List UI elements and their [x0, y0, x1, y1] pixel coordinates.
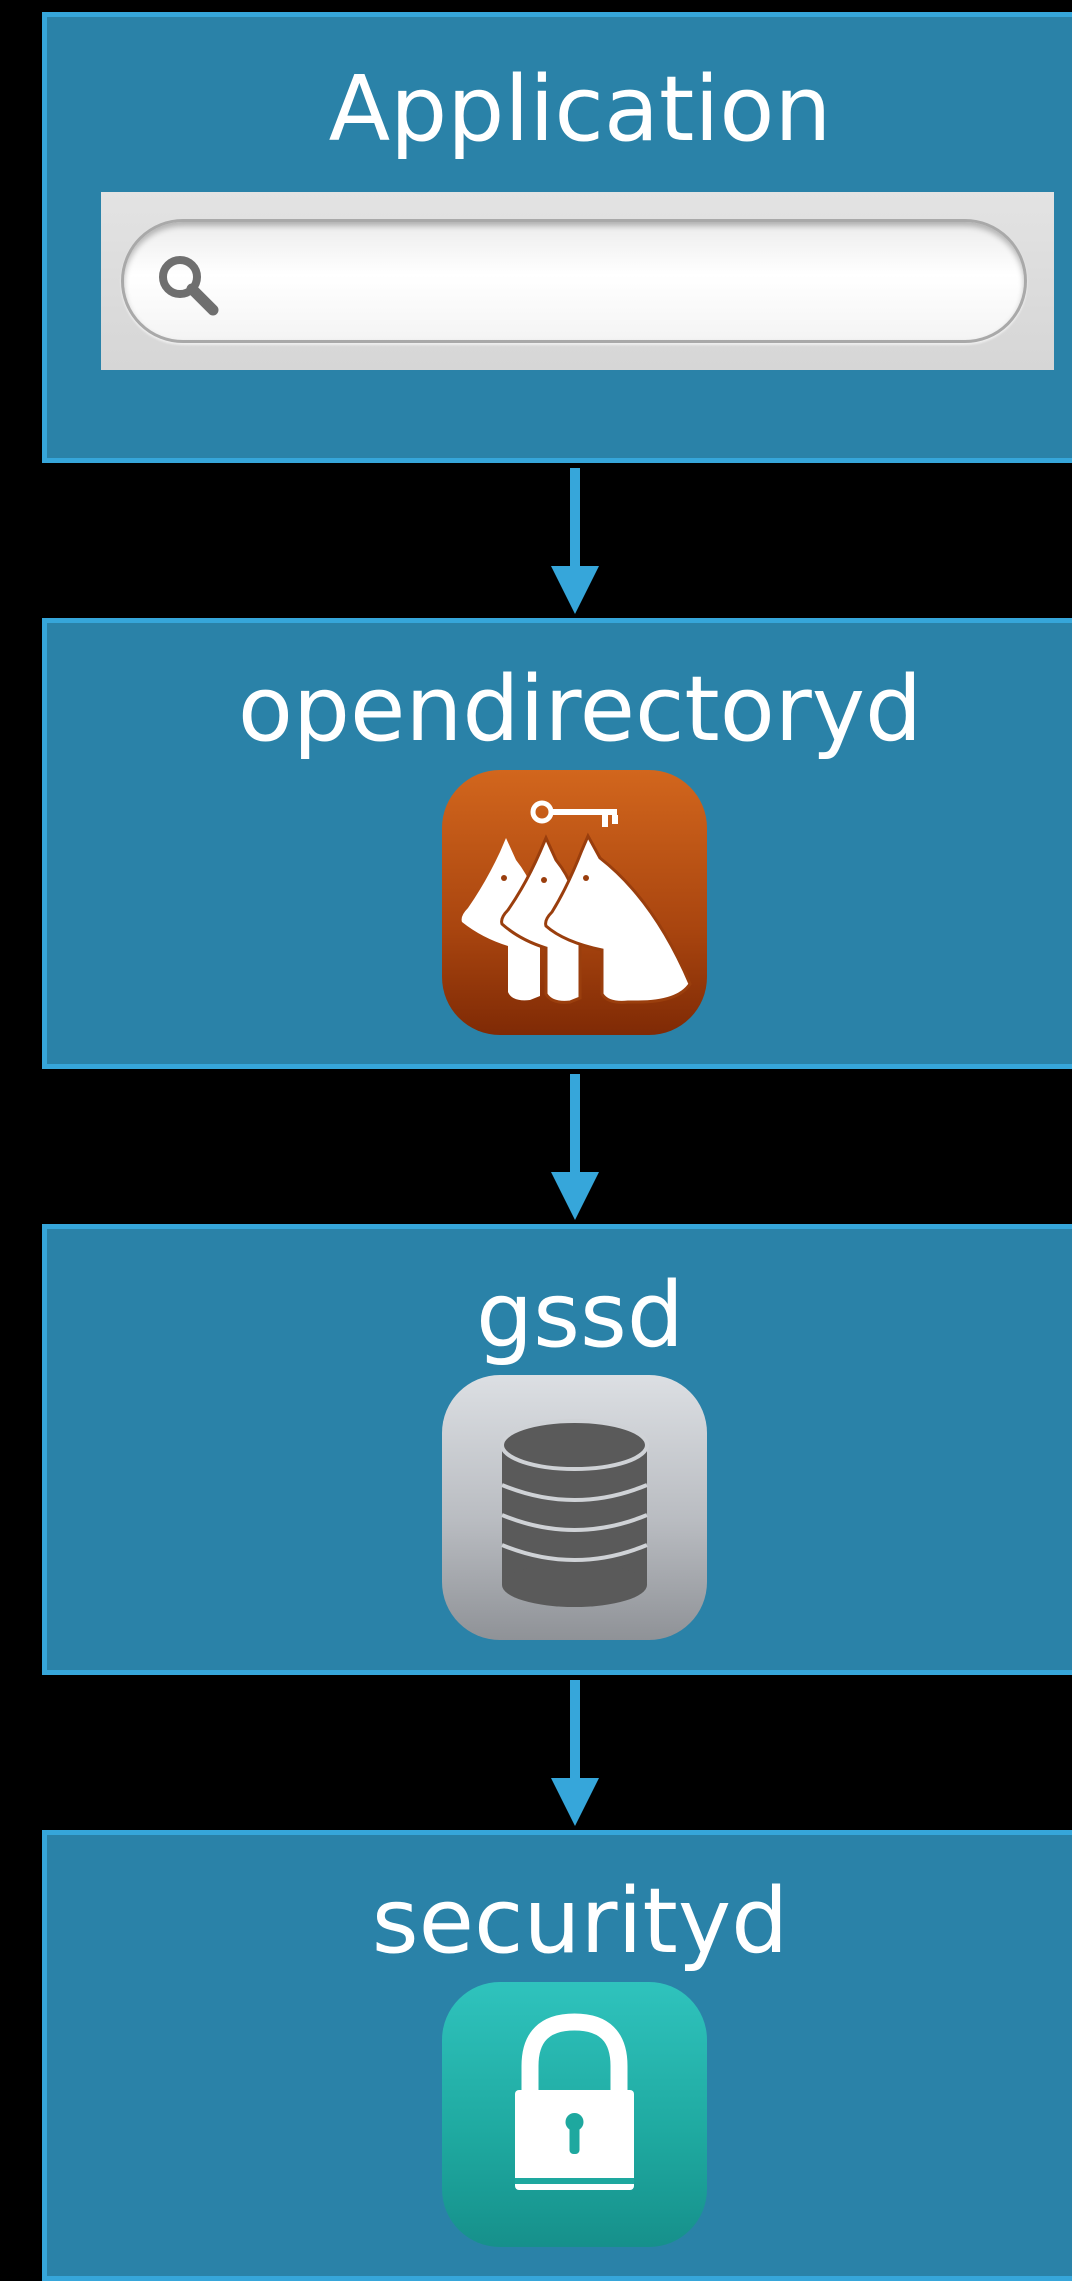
arrow-gssd-to-securityd — [551, 1680, 599, 1826]
lock-icon — [442, 1982, 707, 2247]
search-icon — [159, 256, 219, 316]
application-box: Application — [42, 12, 1072, 463]
arrow-opendirectoryd-to-gssd — [551, 1074, 599, 1220]
securityd-title: securityd — [371, 1869, 789, 1974]
search-input[interactable] — [121, 219, 1027, 343]
gssd-box: gssd — [42, 1224, 1072, 1675]
directory-utility-icon — [442, 770, 707, 1035]
opendirectoryd-box: opendirectoryd — [42, 618, 1072, 1069]
search-bar — [101, 192, 1054, 370]
database-icon — [442, 1375, 707, 1640]
arrow-application-to-opendirectoryd — [551, 468, 599, 614]
gssd-title: gssd — [475, 1263, 685, 1368]
opendirectoryd-title: opendirectoryd — [237, 657, 923, 762]
securityd-box: securityd — [42, 1830, 1072, 2281]
application-title: Application — [328, 57, 832, 162]
